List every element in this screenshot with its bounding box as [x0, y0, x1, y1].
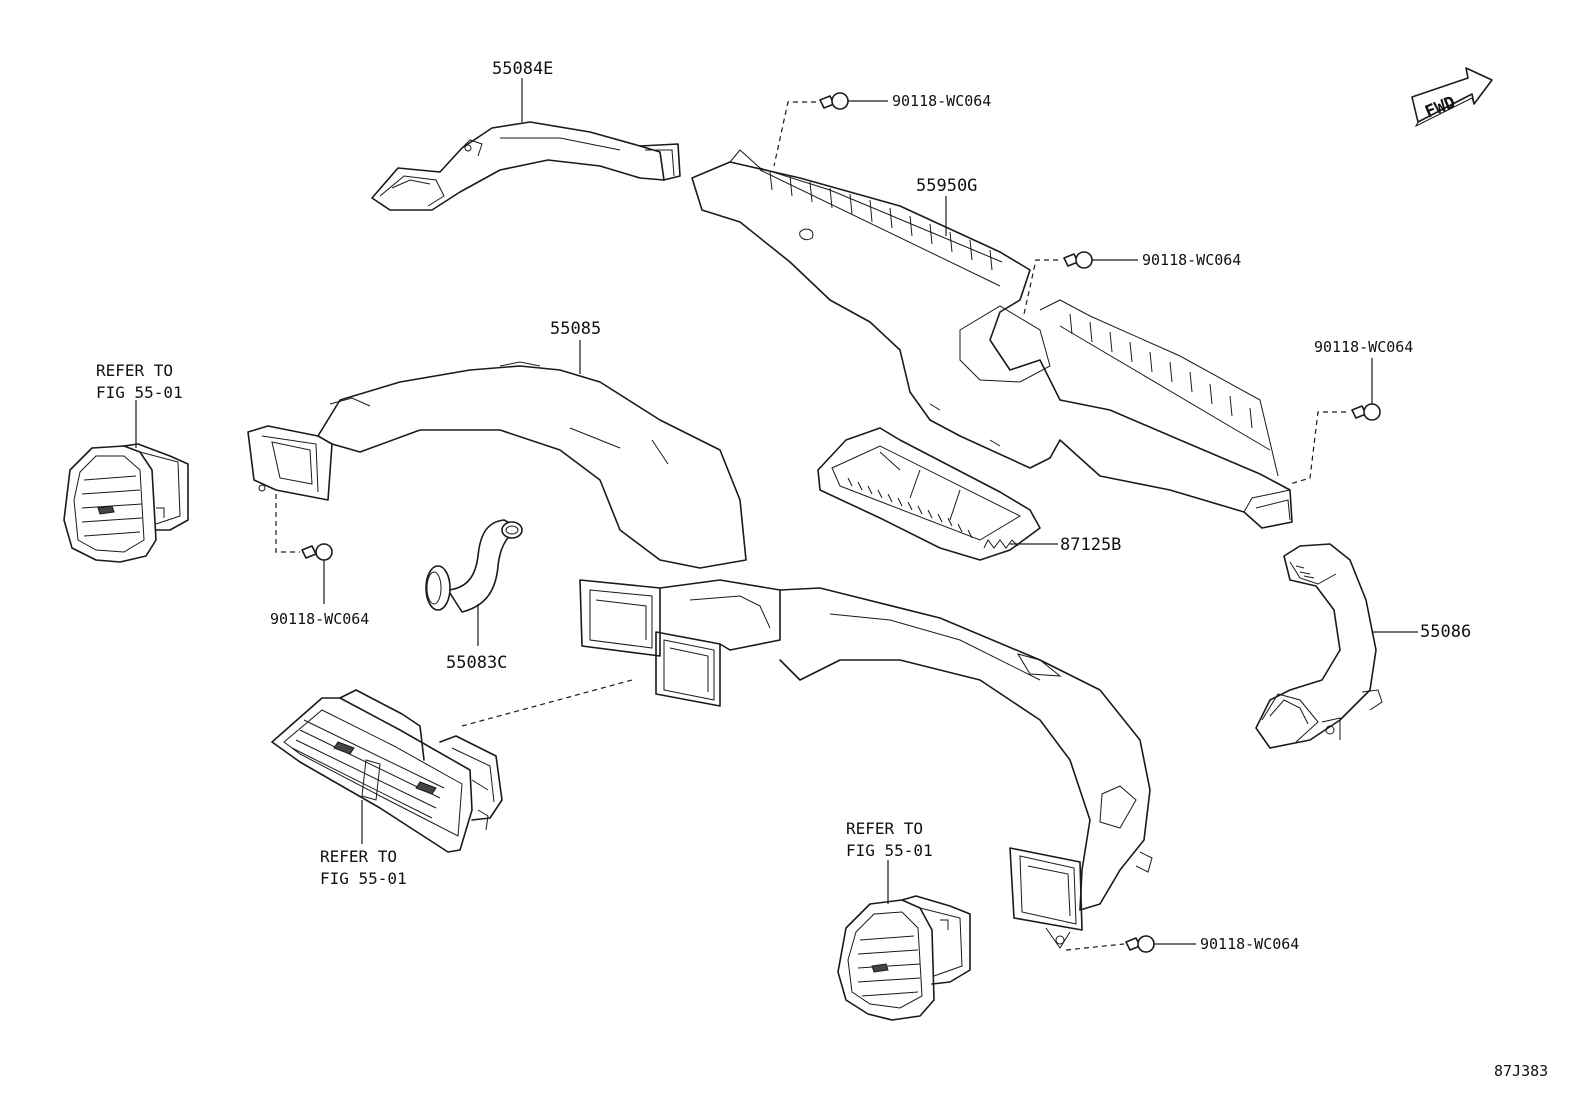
- vent-right-drawing: [837, 895, 971, 1021]
- drawing-code: 87J383: [1494, 1062, 1548, 1080]
- label-55085: 55085: [550, 319, 601, 339]
- dashed-center-vent: [461, 679, 633, 727]
- vent-left-drawing: [63, 443, 189, 563]
- duct-55084e-drawing: [371, 121, 681, 211]
- ref-left-line2: FIG 55-01: [96, 383, 183, 402]
- label-screw-3: 90118-WC064: [1314, 338, 1413, 356]
- ref-center-line2: FIG 55-01: [320, 869, 407, 888]
- ref-right-line2: FIG 55-01: [846, 841, 933, 860]
- label-87125b: 87125B: [1060, 535, 1121, 555]
- label-screw-5: 90118-WC064: [1200, 935, 1299, 953]
- screw-icon: [819, 92, 849, 110]
- screw-icon: [301, 543, 333, 561]
- dashed-screw-1: [773, 101, 816, 167]
- label-screw-4: 90118-WC064: [270, 610, 369, 628]
- dashed-screw-2: [1023, 259, 1058, 315]
- ref-right-line1: REFER TO: [846, 819, 923, 838]
- label-55086: 55086: [1420, 622, 1471, 642]
- label-55083c: 55083C: [446, 653, 507, 673]
- duct-55086-drawing: [1255, 543, 1383, 749]
- duct-55085-drawing: [247, 361, 1153, 949]
- grille-87125b-drawing: [817, 427, 1041, 561]
- fwd-arrow-icon: FWD: [1411, 67, 1493, 128]
- ref-center-line1: REFER TO: [320, 847, 397, 866]
- hose-55083c-drawing: [425, 519, 523, 613]
- label-screw-2: 90118-WC064: [1142, 251, 1241, 269]
- screw-icon: [1063, 251, 1093, 269]
- label-55950g: 55950G: [916, 176, 977, 196]
- screw-icon: [1125, 935, 1155, 953]
- duct-55950g-drawing: [691, 149, 1293, 529]
- vent-center-drawing: [271, 689, 503, 853]
- dashed-screw-4: [275, 494, 300, 553]
- dashed-screw-3: [1289, 411, 1346, 485]
- screw-icon: [1351, 403, 1381, 421]
- ref-left-line1: REFER TO: [96, 361, 173, 380]
- label-55084e: 55084E: [492, 59, 553, 79]
- label-screw-1: 90118-WC064: [892, 92, 991, 110]
- grille-slats: [769, 171, 1253, 429]
- dashed-screw-5: [1065, 943, 1125, 951]
